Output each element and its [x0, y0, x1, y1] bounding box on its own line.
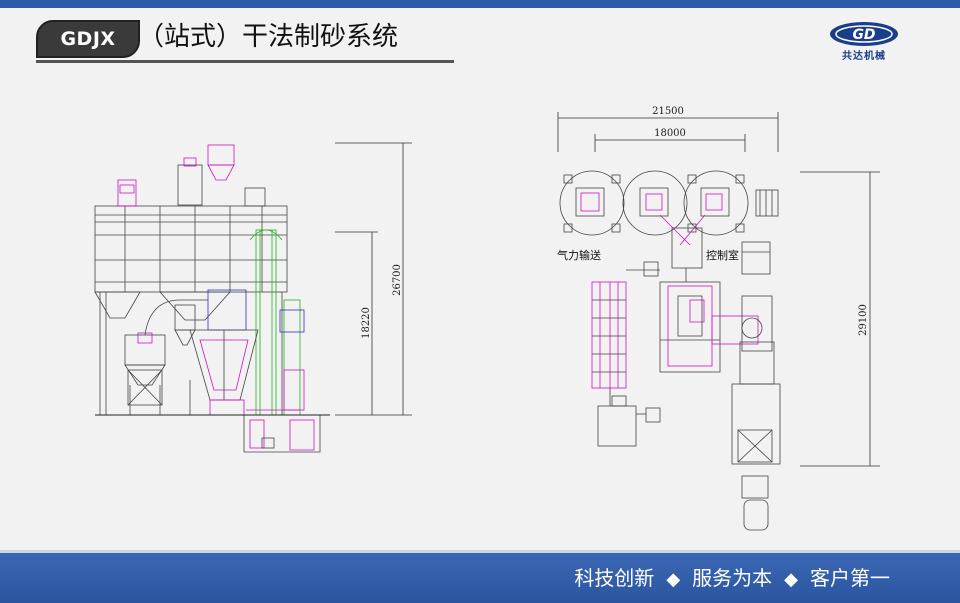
plan-dimensions [557, 112, 880, 467]
slogan-item: 客户第一 [810, 566, 890, 590]
slide-footer: 科技创新 ◆ 服务为本 ◆ 客户第一 [0, 550, 960, 603]
company-logo-icon: GD [830, 22, 898, 46]
slogan-item: 科技创新 [574, 566, 655, 590]
plan-view [559, 170, 781, 531]
dim-total-height: 26700 [392, 264, 403, 296]
dim-partial-height: 18220 [361, 307, 372, 339]
slide-title: （站式）干法制砂系统 [138, 22, 399, 52]
label-control-room: 控制室 [706, 248, 739, 262]
dim-width-inner: 18000 [654, 128, 686, 139]
company-name: 共达机械 [842, 51, 886, 62]
model-badge: GDJX [36, 20, 140, 58]
elevation-dimensions [335, 142, 412, 416]
dim-width-outer: 21500 [652, 106, 684, 117]
elevation-view [94, 144, 330, 453]
dim-plan-length: 29100 [858, 304, 869, 336]
slogan-item: 服务为本 [692, 566, 773, 590]
logo-letters: GD [852, 27, 875, 43]
company-slogan: 科技创新 ◆ 服务为本 ◆ 客户第一 [574, 563, 890, 593]
diamond-icon: ◆ [666, 569, 681, 590]
label-pneumatic: 气力输送 [557, 248, 601, 262]
diamond-icon: ◆ [784, 569, 798, 590]
title-underline [36, 60, 454, 63]
top-accent-bar [0, 0, 960, 8]
